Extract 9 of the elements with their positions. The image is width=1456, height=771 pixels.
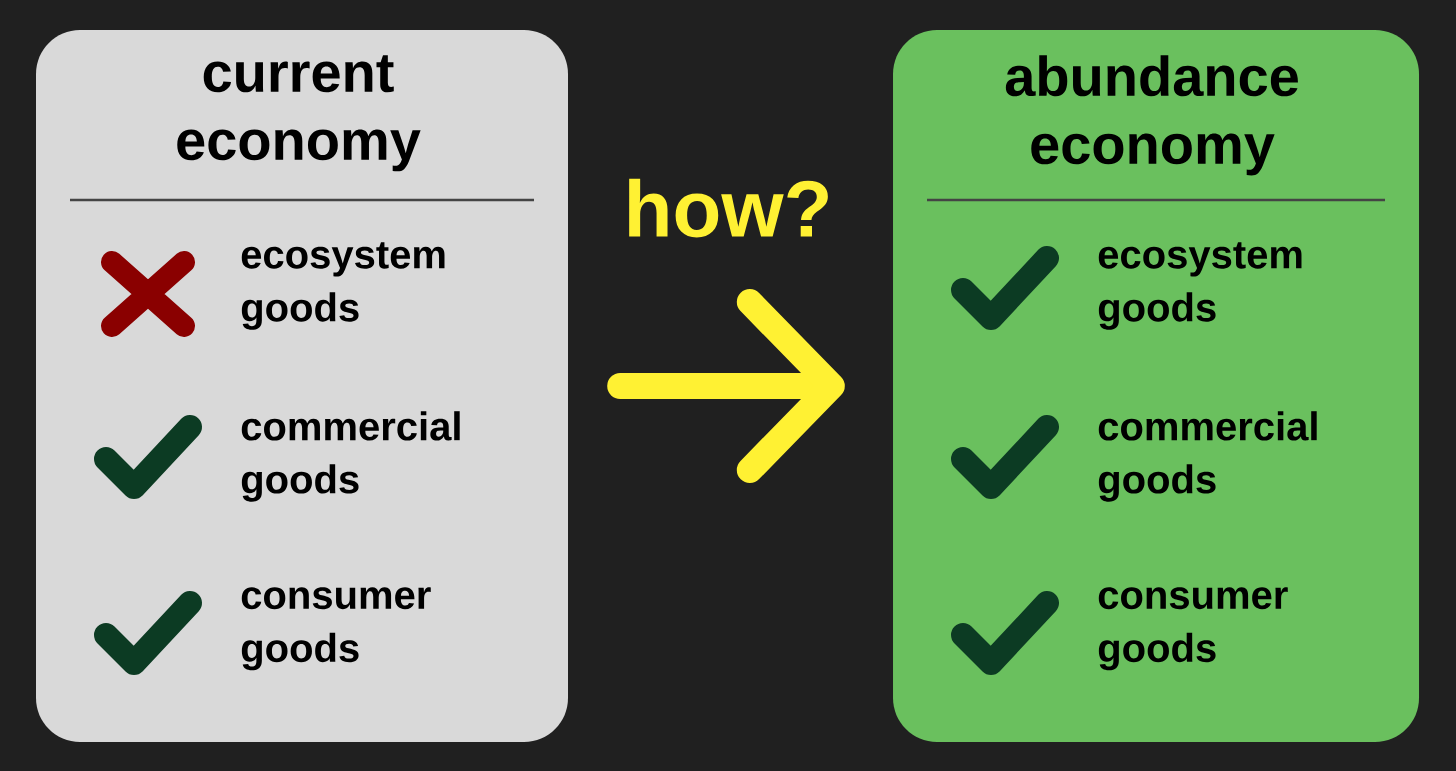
item-label: ecosystem goods bbox=[1098, 242, 1302, 330]
item-label: ecosystem goods bbox=[241, 242, 445, 330]
card-heading: current economy bbox=[177, 55, 421, 172]
item-label: commercial goods bbox=[241, 411, 460, 502]
edge-label: how? bbox=[629, 178, 828, 238]
item-label: consumer goods bbox=[1098, 587, 1288, 671]
card-heading: abundance economy bbox=[1005, 55, 1298, 176]
item-label: commercial goods bbox=[1098, 411, 1317, 502]
item-label: consumer goods bbox=[241, 587, 431, 671]
